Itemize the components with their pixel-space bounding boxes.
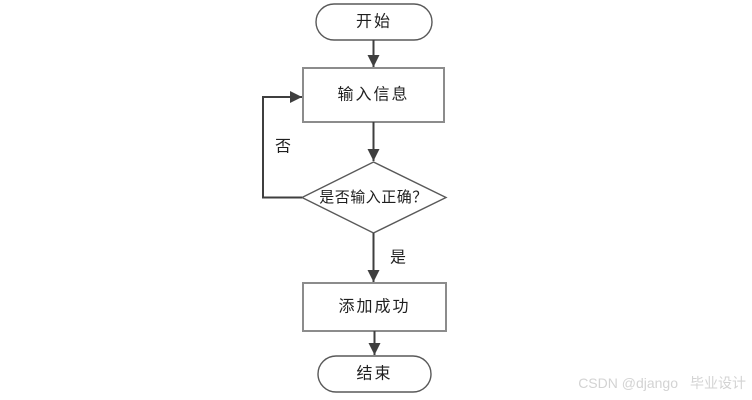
decision-node-label: 是否输入正确？: [319, 189, 428, 206]
watermark: CSDN @django 毕业设计: [578, 373, 746, 393]
edge-label-yes: 是: [390, 250, 406, 267]
input-node-label: 输入信息: [337, 86, 409, 104]
watermark-author: CSDN @django: [578, 375, 678, 391]
end-node-label: 结束: [356, 365, 392, 383]
watermark-suffix: 毕业设计: [690, 375, 746, 391]
input-node-shape: [302, 67, 445, 123]
loop-decision-to-input: [262, 91, 302, 199]
start-node-label: 开始: [356, 13, 392, 31]
edge-label-no: 否: [275, 139, 291, 156]
success-node-label: 添加成功: [338, 298, 410, 316]
end-node-shape: [317, 355, 432, 393]
